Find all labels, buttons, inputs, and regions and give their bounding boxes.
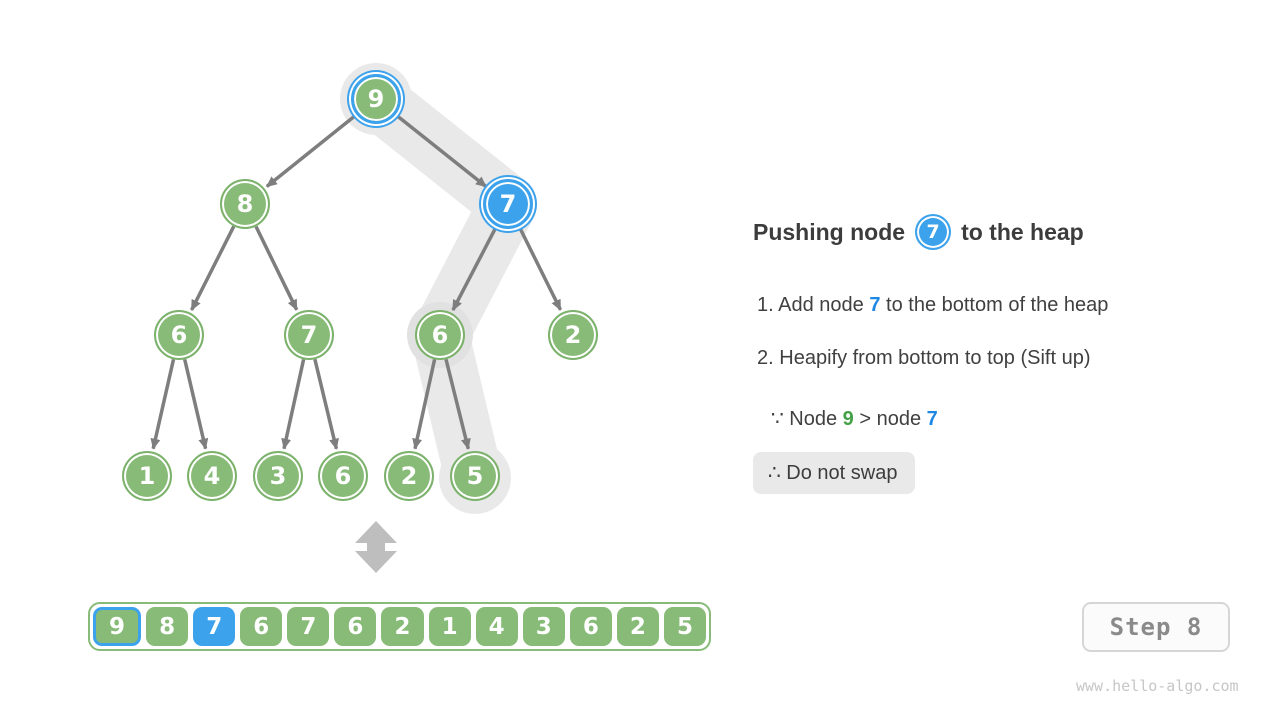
because-symbol: ∵	[771, 408, 784, 430]
tree-node: 7	[284, 310, 334, 360]
array-cell: 8	[146, 607, 189, 646]
step-2-number: 2.	[757, 347, 774, 369]
title-node-badge: 7	[915, 214, 952, 250]
tree-node: 2	[548, 310, 598, 360]
array-cell: 9	[93, 607, 142, 646]
array-cell: 5	[663, 607, 707, 646]
array-cell: 6	[569, 607, 612, 646]
step-1-before: Add node	[778, 294, 870, 316]
tree-node: 5	[450, 451, 500, 501]
sift-path-highlight	[340, 63, 537, 514]
tree-node: 3	[253, 451, 303, 501]
watermark: www.hello-algo.com	[1076, 677, 1239, 695]
step-2-body: Heapify from bottom to top (Sift up)	[779, 347, 1091, 369]
title-suffix: to the heap	[961, 218, 1084, 245]
tree-node: 9	[351, 74, 401, 124]
step-1-after: to the bottom of the heap	[880, 294, 1109, 316]
step-1-text: 1. Add node 7 to the bottom of the heap	[757, 294, 1108, 317]
tree-node: 7	[483, 179, 533, 229]
tree-node: 6	[318, 451, 368, 501]
tree-node: 2	[384, 451, 434, 501]
tree-node: 6	[415, 310, 465, 360]
because-before: Node	[783, 408, 843, 430]
panel-title: Pushing node 7 to the heap	[753, 214, 1084, 250]
because-line: ∵ Node 9 > node 7	[771, 406, 938, 431]
up-down-arrow-icon	[355, 521, 397, 573]
therefore-symbol: ∴	[768, 462, 781, 484]
step-badge: Step 8	[1082, 602, 1230, 652]
array-cell: 2	[616, 607, 659, 646]
tree-node: 4	[187, 451, 237, 501]
array-cell: 3	[522, 607, 565, 646]
because-blue-value: 7	[926, 408, 938, 430]
because-middle: > node	[853, 408, 927, 430]
tree-node: 8	[220, 179, 270, 229]
because-green-value: 9	[842, 408, 854, 430]
tree-node: 1	[122, 451, 172, 501]
array-cell: 7	[193, 607, 236, 646]
step-2-text: 2. Heapify from bottom to top (Sift up)	[757, 347, 1091, 370]
array-cell: 1	[428, 607, 471, 646]
therefore-box: ∴ Do not swap	[753, 452, 916, 494]
therefore-text: Do not swap	[780, 462, 898, 484]
step-1-highlight-value: 7	[869, 294, 881, 316]
array-cell: 4	[475, 607, 518, 646]
heap-array: 9 8 7 6 7 6 2 1 4 3 6 2 5	[88, 602, 711, 651]
array-cell: 7	[287, 607, 330, 646]
tree-node: 6	[154, 310, 204, 360]
tree-edge-lines	[150, 113, 563, 450]
step-1-number: 1.	[757, 294, 774, 316]
array-cell: 2	[381, 607, 424, 646]
array-cell: 6	[240, 607, 283, 646]
title-prefix: Pushing node	[753, 218, 906, 245]
array-cell: 6	[334, 607, 377, 646]
